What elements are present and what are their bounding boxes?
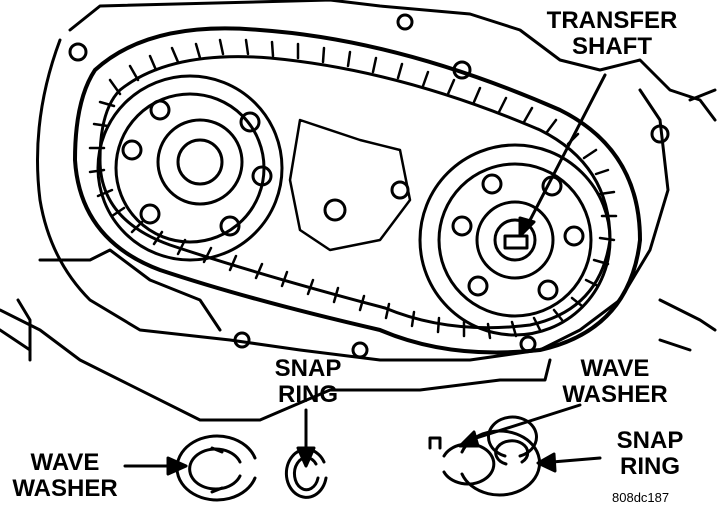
chain-outer (73, 26, 642, 355)
label-snap-ring-right: SNAP RING (616, 427, 684, 480)
left-sprocket (96, 74, 284, 262)
label-transfer-shaft: TRANSFER SHAFT (546, 7, 678, 60)
wave-washer-right-part (428, 429, 541, 497)
housing-outline (68, 0, 717, 122)
label-wave-washer-left: WAVE WASHER (12, 449, 118, 502)
chain-links (88, 38, 618, 340)
label-wave-washer-top: WAVE WASHER (562, 355, 668, 408)
wave-washer-left-part (175, 434, 257, 502)
snap-ring-right-part (487, 415, 538, 466)
right-sprocket (418, 143, 612, 337)
pointer-arrows (123, 73, 607, 476)
housing-lower-edge (0, 308, 552, 422)
chain-inner (98, 55, 612, 330)
label-snap-ring-top: SNAP RING (274, 355, 342, 408)
figure-code: 808dc187 (612, 490, 670, 505)
housing-flange (36, 38, 670, 362)
snap-ring-center-part (284, 447, 328, 499)
